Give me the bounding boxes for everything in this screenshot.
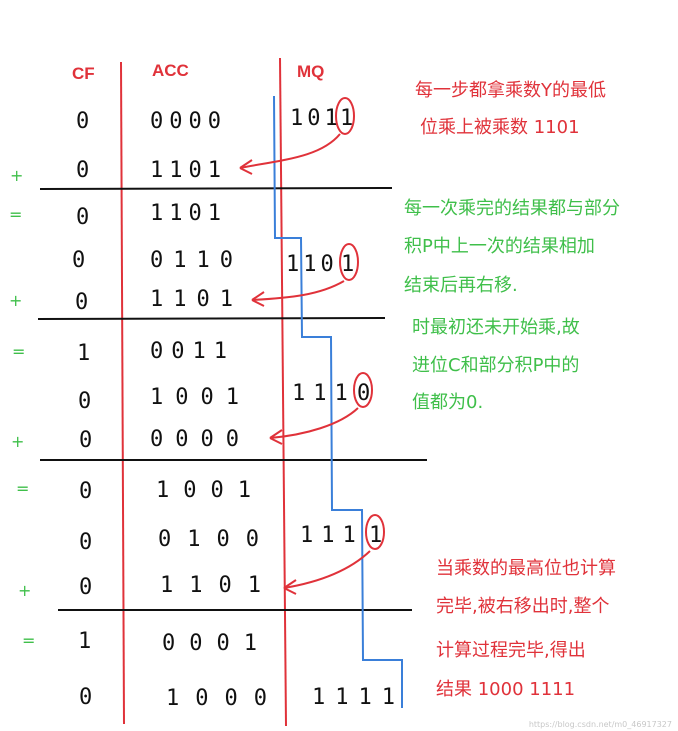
note-line: 每一次乘完的结果都与部分: [404, 198, 620, 219]
separator-cf-acc: [120, 61, 125, 725]
op-sign: +: [18, 581, 31, 600]
note-lowest-bit: 每一步都拿乘数Y的最低 位乘上被乘数 1101: [415, 79, 606, 138]
note-partial-product: 每一次乘完的结果都与部分 积P中上一次的结果相加 结束后再右移.: [404, 198, 620, 296]
note-line: 位乘上被乘数 1101: [420, 117, 580, 138]
arrow: [251, 280, 345, 301]
separator-acc-mq: [279, 57, 287, 727]
mq-value: 110: [286, 252, 338, 277]
acc-value: 0110: [150, 248, 243, 273]
acc-value: 0011: [150, 339, 235, 364]
watermark: https://blog.csdn.net/m0_46917327: [529, 720, 672, 729]
cf-value: 0: [76, 205, 89, 230]
lowest-bit-circle: [339, 243, 359, 281]
header-cf: CF: [72, 64, 95, 83]
mq-value: 101: [290, 106, 342, 131]
cf-value: 0: [79, 530, 92, 555]
note-line: 结束后再右移.: [404, 275, 518, 296]
cf-value: 0: [75, 290, 88, 315]
op-sign: =: [9, 205, 22, 224]
mq-value: 111: [292, 381, 356, 406]
arrow: [269, 407, 359, 439]
lowest-bit-circle: [353, 372, 373, 408]
cf-value: 0: [72, 248, 85, 273]
note-line: 值都为0.: [412, 392, 483, 413]
op-sign: +: [10, 166, 23, 185]
acc-value: 1000: [166, 686, 283, 711]
acc-value: 0001: [162, 631, 271, 656]
cf-value: 1: [77, 341, 90, 366]
note-line: 当乘数的最高位也计算: [436, 558, 616, 579]
arrow-head: [251, 291, 265, 307]
note-line: 每一步都拿乘数Y的最低: [415, 79, 606, 101]
acc-value: 0000: [150, 427, 251, 452]
op-sign: +: [11, 432, 24, 451]
header-mq: MQ: [297, 62, 324, 81]
cf-value: 0: [78, 389, 91, 414]
acc-value: 1101: [150, 158, 227, 183]
cf-value: 0: [79, 575, 92, 600]
arrow-head: [239, 159, 253, 175]
cf-value: 0: [79, 685, 92, 710]
acc-value: 1101: [150, 287, 243, 312]
multiplicand-arrows: [239, 133, 371, 595]
note-completion: 当乘数的最高位也计算 完毕,被右移出时,整个 计算过程完毕,得出 结果 1000…: [436, 558, 616, 700]
acc-value: 1101: [150, 201, 227, 226]
mq-circled-bit: 1: [341, 252, 354, 277]
mq-circled-bit: 1: [340, 106, 353, 131]
acc-column: 0000 1101 1101 0110 1101 0011 1001 0000 …: [150, 109, 283, 711]
note-line: 时最初还未开始乘,故: [412, 317, 580, 338]
cf-value: 0: [79, 428, 92, 453]
acc-value: 0000: [150, 109, 227, 134]
mq-value: 111: [300, 523, 364, 548]
sum-rule-2: [37, 317, 386, 320]
op-sign: +: [9, 291, 22, 310]
note-initial-state: 时最初还未开始乘,故 进位C和部分积P中的 值都为0.: [412, 317, 580, 413]
cf-value: 1: [78, 629, 91, 654]
note-line: 积P中上一次的结果相加: [404, 236, 595, 257]
cf-value: 0: [76, 109, 89, 134]
sum-rule-1: [39, 187, 393, 190]
note-line: 结果 1000 1111: [436, 679, 575, 700]
mq-column: 101 1 110 1 111 0 111 1 1111: [286, 106, 405, 710]
mq-value: 1111: [312, 685, 405, 710]
arrow: [239, 133, 341, 169]
mq-circled-bit: 1: [369, 523, 382, 548]
arrow-head: [283, 579, 297, 595]
acc-value: 0100: [158, 527, 275, 552]
cf-column: 0 0 0 0 0 1 0 0 0 0 0 1 0: [72, 109, 92, 710]
note-line: 完毕,被右移出时,整个: [436, 596, 609, 617]
op-sign: =: [22, 631, 35, 650]
note-line: 计算过程完毕,得出: [436, 640, 586, 661]
lowest-bit-circle: [335, 97, 355, 135]
cf-value: 0: [79, 479, 92, 504]
op-column: + = + = + = + =: [9, 166, 35, 650]
acc-value: 1001: [156, 478, 265, 503]
acc-value: 1101: [160, 573, 277, 598]
op-sign: =: [16, 479, 29, 498]
mq-circled-bit: 0: [357, 381, 370, 406]
cf-value: 0: [76, 158, 89, 183]
arrow-head: [269, 429, 283, 445]
acc-value: 1001: [150, 385, 251, 410]
lowest-bit-circle: [365, 514, 385, 550]
op-sign: =: [12, 342, 25, 361]
arrow: [283, 550, 371, 589]
note-line: 进位C和部分积P中的: [412, 355, 579, 376]
header-acc: ACC: [152, 61, 189, 80]
